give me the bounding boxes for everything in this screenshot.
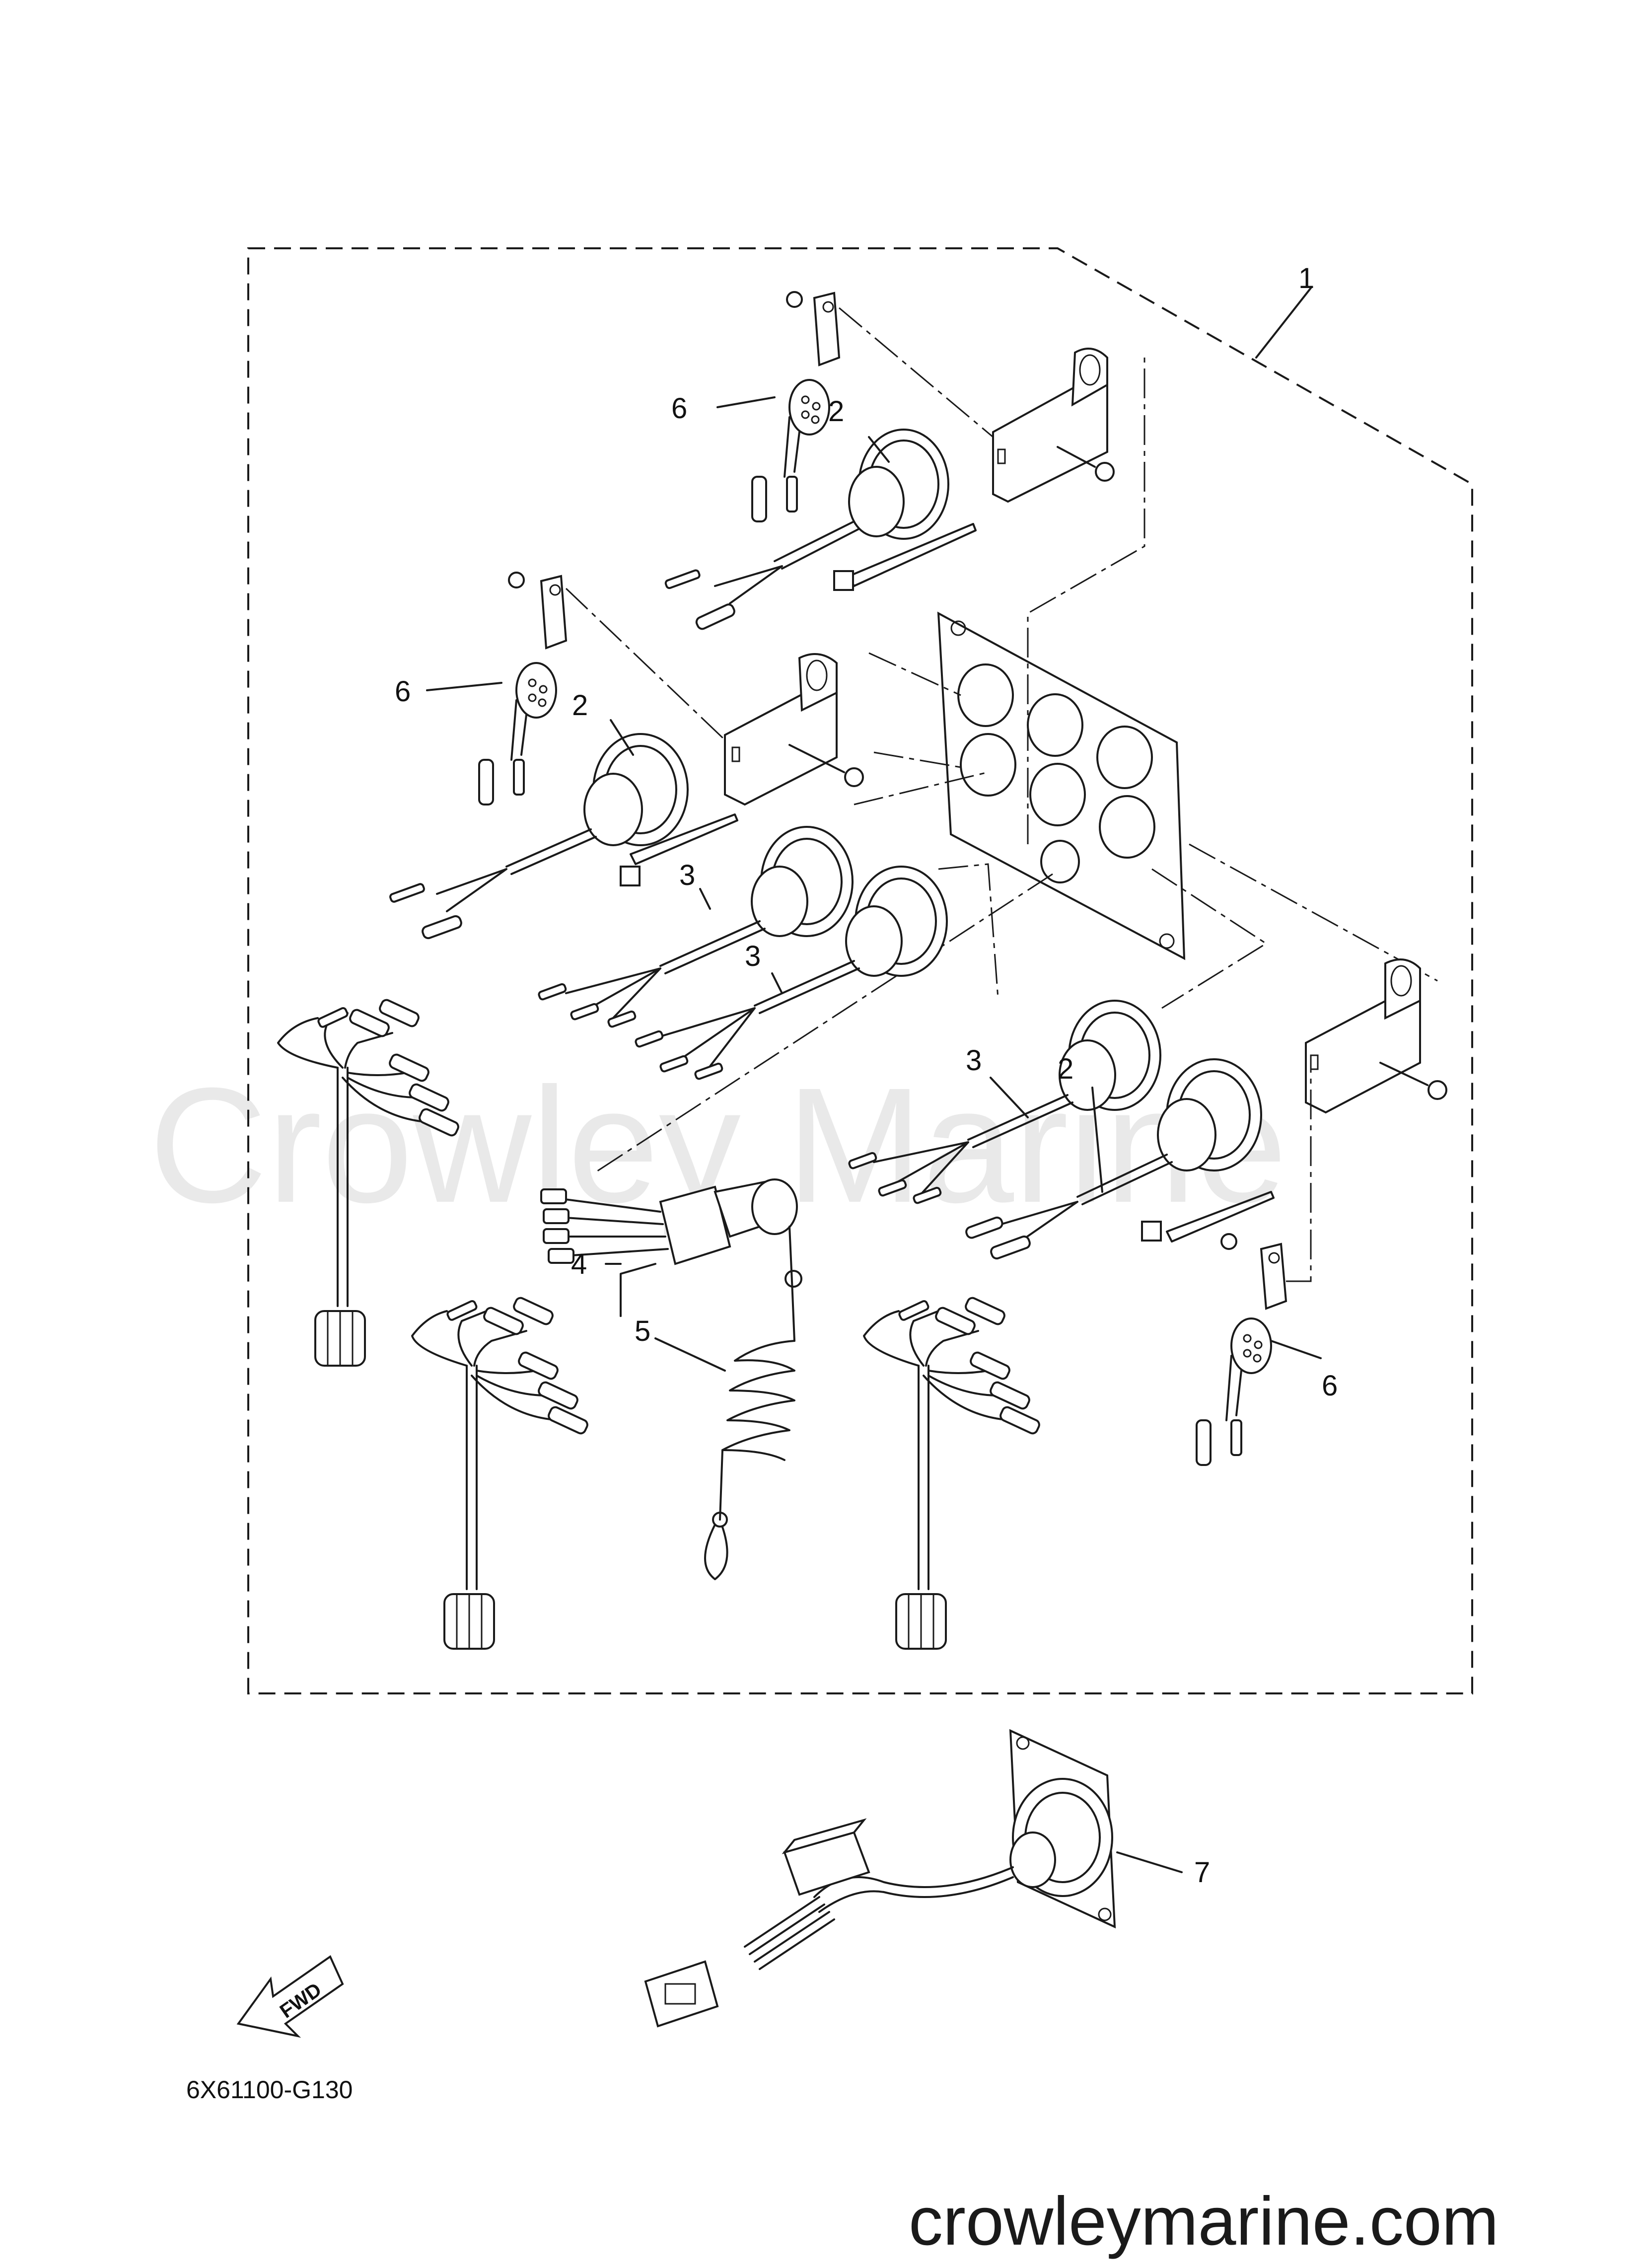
mid-gauge xyxy=(389,733,689,940)
callout-7: 7 xyxy=(1194,1856,1210,1889)
harness-bottom-left xyxy=(411,1297,588,1650)
gauge-3a xyxy=(538,826,854,1028)
callout-6-top: 6 xyxy=(671,392,687,425)
callout-6-mid: 6 xyxy=(395,675,411,708)
callout-2-top: 2 xyxy=(828,395,844,428)
gauge-3c xyxy=(848,1000,1161,1204)
callout-4: 4 xyxy=(571,1248,587,1280)
mid-bracket xyxy=(724,653,838,806)
mid-bolt xyxy=(788,744,864,787)
callout-3-c: 3 xyxy=(966,1044,982,1077)
right-cable-tie xyxy=(1141,1191,1275,1243)
callout-3-b: 3 xyxy=(745,940,761,972)
callout-2-mid: 2 xyxy=(572,689,588,722)
top-bolt xyxy=(1057,446,1115,482)
main-switch xyxy=(540,1178,798,1265)
top-cable-tie xyxy=(833,523,977,591)
diagram-code: 6X61100-G130 xyxy=(186,2076,353,2104)
site-url: crowleymarine.com xyxy=(909,2183,1499,2260)
callout-3-a: 3 xyxy=(679,859,695,891)
top-sender xyxy=(751,291,841,522)
gauge-2c xyxy=(965,1058,1262,1260)
callout-5: 5 xyxy=(635,1315,650,1347)
callout-1: 1 xyxy=(1298,262,1314,294)
right-sender xyxy=(1196,1233,1287,1466)
kit-boundary xyxy=(247,247,1473,1694)
switch-panel xyxy=(937,611,1186,960)
harness-bottom-right xyxy=(863,1297,1040,1650)
harness-left xyxy=(277,999,459,1367)
mid-cable-tie xyxy=(620,813,738,886)
gauge-3b xyxy=(635,866,948,1080)
lanyard xyxy=(704,1226,802,1580)
right-bolt xyxy=(1379,1062,1447,1100)
top-bracket xyxy=(992,348,1108,503)
top-gauge xyxy=(664,429,949,630)
fwd-arrow-icon: FWD xyxy=(236,1955,344,2038)
mid-sender xyxy=(478,572,568,805)
callout-2-right: 2 xyxy=(1058,1053,1073,1085)
callout-6-right: 6 xyxy=(1322,1370,1338,1402)
right-bracket xyxy=(1305,958,1421,1114)
part-7-switch-harness xyxy=(644,1729,1116,2028)
